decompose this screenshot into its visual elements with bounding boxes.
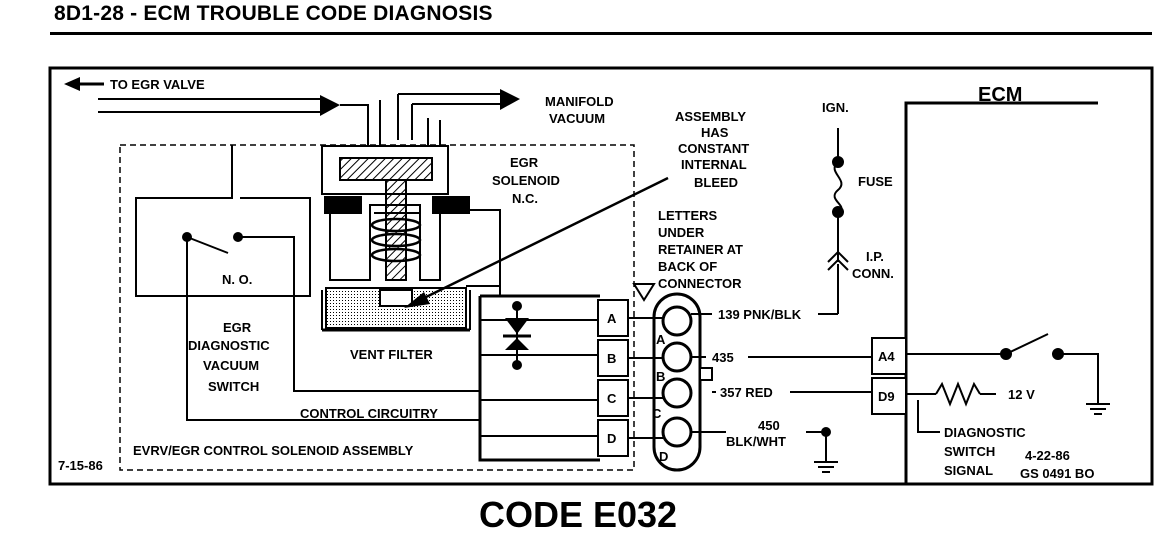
ign-label: IGN. — [822, 100, 849, 115]
ip-conn-label-2: CONN. — [852, 266, 894, 281]
ecm-pin-a4: A4 — [878, 349, 895, 364]
control-circuitry-label: CONTROL CIRCUITRY — [300, 406, 438, 421]
page-title: 8D1-28 - ECM TROUBLE CODE DIAGNOSIS — [54, 2, 493, 25]
letters-note-5: CONNECTOR — [658, 276, 742, 291]
wire-blk-wht: BLK/WHT — [726, 434, 786, 449]
wire-357: 357 RED — [720, 385, 773, 400]
diag-signal-lead — [917, 400, 940, 433]
ground-junction — [821, 427, 831, 437]
wire-139: 139 PNK/BLK — [718, 307, 802, 322]
wire-435: 435 — [712, 350, 734, 365]
diagram-frame — [48, 66, 1154, 486]
no-label: N. O. — [222, 272, 252, 287]
conn-letter-d: D — [659, 449, 668, 464]
ip-conn-label-1: I.P. — [866, 249, 884, 264]
conn-letter-a: A — [656, 332, 666, 347]
assembly-note-5: BLEED — [694, 175, 738, 190]
header-divider — [50, 32, 1152, 35]
fuse-icon — [827, 128, 849, 271]
resistor-icon — [906, 381, 996, 407]
ecm-ground-icon — [1086, 403, 1110, 415]
fuse-label: FUSE — [858, 174, 893, 189]
pin-boxes — [597, 299, 629, 457]
egr-solenoid — [321, 145, 470, 281]
ecm-pin-boxes — [871, 337, 907, 415]
wire-450: 450 — [758, 418, 780, 433]
date-right: 4-22-86 — [1025, 448, 1070, 463]
diag-signal-3: SIGNAL — [944, 463, 993, 478]
pin-b: B — [607, 351, 616, 366]
egr-solenoid-label-2: SOLENOID — [492, 173, 560, 188]
diode-icon — [503, 301, 531, 370]
ref-code: GS 0491 BO — [1020, 466, 1094, 481]
egr-vacuum-line — [98, 95, 381, 146]
to-egr-valve-arrow — [64, 77, 104, 91]
assembly-note-1: ASSEMBLY — [675, 109, 746, 124]
control-circuitry — [440, 209, 600, 462]
wiring — [628, 264, 872, 462]
assembly-note-3: CONSTANT — [678, 141, 749, 156]
date-left: 7-15-86 — [58, 458, 103, 473]
assembly-note-4: INTERNAL — [681, 157, 747, 172]
vent-filter — [321, 287, 471, 332]
manifold-label: MANIFOLD — [545, 94, 614, 109]
diag-signal-1: DIAGNOSTIC — [944, 425, 1026, 440]
diag-signal-2: SWITCH — [944, 444, 995, 459]
vacuum-label: VACUUM — [549, 111, 605, 126]
pin-c: C — [607, 391, 617, 406]
vacuum-switch — [135, 145, 480, 421]
letters-note-1: LETTERS — [658, 208, 718, 223]
code-label: CODE E032 — [478, 494, 678, 535]
egr-solenoid-label-3: N.C. — [512, 191, 538, 206]
switch-label-4: SWITCH — [208, 379, 259, 394]
pin-a: A — [607, 311, 617, 326]
switch-label-1: EGR — [223, 320, 252, 335]
conn-letter-b: B — [656, 369, 665, 384]
pin-d: D — [607, 431, 616, 446]
ecm-pin-d9: D9 — [878, 389, 895, 404]
letters-note-2: UNDER — [658, 225, 705, 240]
switch-label-2: DIAGNOSTIC — [188, 338, 270, 353]
ecm-switch — [906, 333, 1099, 404]
letters-note-3: RETAINER AT — [658, 242, 743, 257]
assembly-boundary — [119, 144, 635, 471]
egr-solenoid-label-1: EGR — [510, 155, 539, 170]
letters-note-4: BACK OF — [658, 259, 717, 274]
voltage-label: 12 V — [1008, 387, 1035, 402]
to-egr-valve-label: TO EGR VALVE — [110, 77, 205, 92]
ground-icon — [814, 461, 838, 473]
conn-letter-c: C — [652, 406, 662, 421]
vent-filter-label: VENT FILTER — [350, 347, 433, 362]
ecm-label: ECM — [978, 84, 1022, 106]
manifold-vacuum-line — [397, 89, 520, 146]
bleed-pointer — [404, 176, 669, 308]
assembly-name-label: EVRV/EGR CONTROL SOLENOID ASSEMBLY — [133, 443, 414, 458]
switch-label-3: VACUUM — [203, 358, 259, 373]
assembly-note-2: HAS — [701, 125, 729, 140]
connector — [632, 283, 713, 472]
